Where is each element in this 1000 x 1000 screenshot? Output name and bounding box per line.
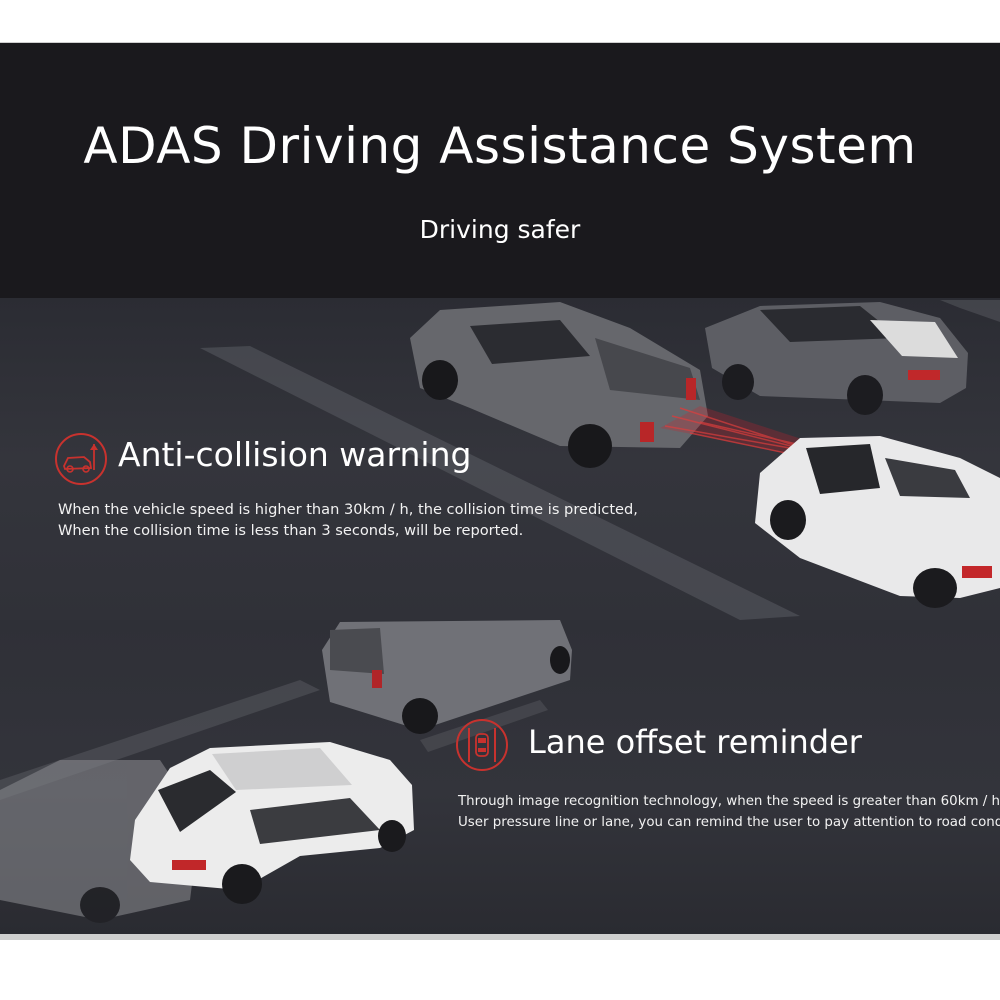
description-line: When the collision time is less than 3 s…: [58, 522, 524, 539]
header-band: ADAS Driving Assistance System Driving s…: [0, 42, 1000, 299]
lane-offset-panel: Lane offset reminder Through image recog…: [0, 620, 1000, 934]
page-subtitle: Driving safer: [419, 215, 581, 244]
sedan-far: [705, 302, 968, 415]
description-line: User pressure line or lane, you can remi…: [458, 815, 1000, 830]
delivery-van: [322, 620, 572, 734]
collision-warning-icon: [55, 433, 107, 485]
lane-offset-icon: [456, 719, 508, 771]
anti-collision-panel: Anti-collision warning When the vehicle …: [0, 298, 1000, 620]
feature-title-anti-collision: Anti-collision warning: [118, 435, 472, 474]
page-title: ADAS Driving Assistance System: [83, 117, 917, 175]
pickup-truck: [410, 302, 708, 468]
feature-title-lane-offset: Lane offset reminder: [528, 723, 862, 761]
collision-scene-illustration: [200, 300, 1000, 620]
white-sedan: [130, 742, 414, 904]
description-line: When the vehicle speed is higher than 30…: [58, 501, 638, 518]
feature-description-anti-collision: When the vehicle speed is higher than 30…: [58, 499, 638, 541]
description-line: Through image recognition technology, wh…: [458, 794, 1000, 809]
bottom-divider: [0, 934, 1000, 940]
lane-offset-scene-illustration: [0, 620, 572, 923]
feature-description-lane-offset: Through image recognition technology, wh…: [458, 791, 1000, 833]
white-suv: [755, 436, 1000, 608]
